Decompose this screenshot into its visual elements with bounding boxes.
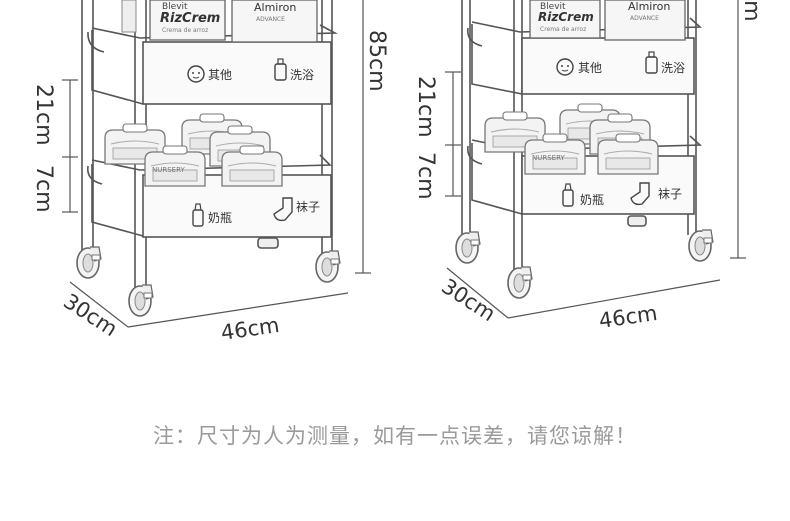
bottom-basket-right-label-right: 袜子 — [658, 187, 682, 201]
box2-sub: ADVANCE — [256, 16, 285, 23]
left-top-products: Blevit RizCrem Crema de arroz Almiron AD… — [121, 0, 318, 43]
box1-brand: Blevit — [162, 2, 188, 12]
box2-brand: Almiron — [254, 1, 296, 14]
dimension-upper-gap: 21cm — [31, 84, 56, 146]
right-dimension-lines — [445, 0, 746, 319]
box1-name: RizCrem — [160, 11, 220, 26]
box1-sub: Crema de arroz — [162, 27, 208, 34]
dimension-lower-gap-right: 7cm — [413, 152, 438, 200]
dimension-width: 46cm — [219, 313, 281, 345]
top-basket-right-label: 洗浴 — [290, 68, 314, 82]
top-basket-left-label-right: 其他 — [578, 61, 602, 75]
dimension-width-right: 46cm — [597, 301, 659, 333]
right-bottom-basket-labels: 奶瓶 袜子 — [562, 182, 682, 207]
dimension-height-right: 85cm — [739, 0, 764, 22]
top-basket-right-label-right: 洗浴 — [661, 61, 685, 75]
box2-sub-right: ADVANCE — [630, 15, 659, 22]
left-top-basket-labels: 其他 洗浴 — [187, 58, 314, 83]
baby-face-icon — [187, 65, 205, 83]
left-dimension-lines — [62, 0, 371, 328]
box1-sub-right: Crema de arroz — [540, 26, 586, 33]
box1-brand-right: Blevit — [540, 2, 566, 12]
left-dimension-labels: 21cm 7cm 85cm 30cm 46cm — [31, 30, 389, 345]
right-diaper-packs: NURSERY — [484, 103, 659, 175]
box1-name-right: RizCrem — [538, 10, 594, 24]
right-top-products: Blevit RizCrem Crema de arroz Almiron AD… — [529, 0, 686, 41]
dimension-lower-gap: 7cm — [31, 165, 56, 213]
sock-icon-right — [630, 182, 650, 206]
left-cart-wheels — [76, 246, 341, 317]
bottom-basket-left-label: 奶瓶 — [208, 211, 232, 225]
pack-label: NURSERY — [152, 166, 186, 174]
baby-bottle-icon — [192, 203, 204, 227]
dimension-height: 85cm — [364, 30, 389, 92]
shampoo-bottle-icon-right — [645, 51, 658, 74]
dimension-upper-gap-right: 21cm — [413, 76, 438, 138]
shampoo-bottle-icon — [274, 58, 287, 81]
dimension-depth-right: 30cm — [437, 274, 499, 326]
top-basket-left-label: 其他 — [208, 68, 232, 82]
pack-label-right: NURSERY — [532, 154, 566, 162]
baby-face-icon-right — [556, 58, 574, 76]
bottom-basket-right-label: 袜子 — [296, 200, 320, 214]
sock-icon — [273, 197, 293, 222]
bottom-basket-left-label-right: 奶瓶 — [580, 193, 604, 207]
right-top-basket-labels: 其他 洗浴 — [556, 51, 685, 76]
dimension-depth: 30cm — [59, 289, 121, 341]
baby-bottle-icon-right — [562, 183, 574, 207]
box2-brand-right: Almiron — [628, 0, 670, 13]
left-diaper-packs: NURSERY — [104, 113, 283, 187]
left-bottom-basket-labels: 奶瓶 袜子 — [192, 197, 320, 227]
footer-note: 注：尺寸为人为测量，如有一点误差，请您谅解！ — [153, 424, 637, 448]
